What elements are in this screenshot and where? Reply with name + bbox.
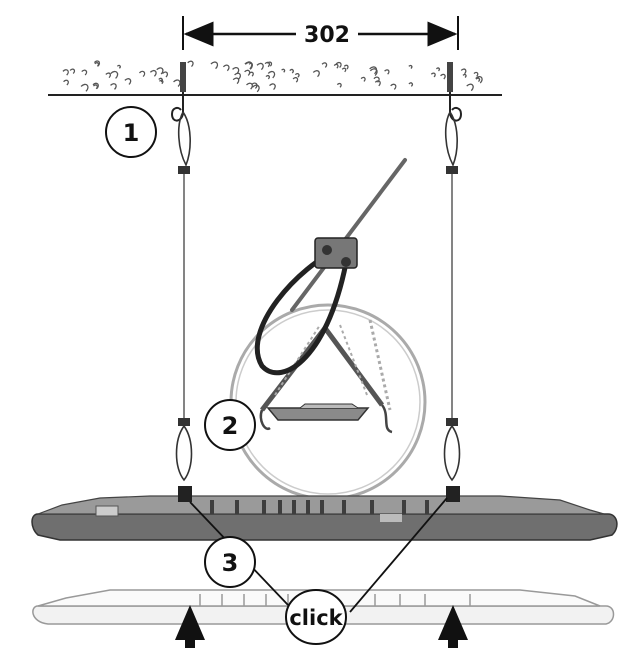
housing-rib	[306, 500, 310, 514]
ceiling-debris-speck	[222, 64, 230, 72]
ceiling-debris-speck	[234, 72, 242, 80]
ceiling-debris-speck	[466, 83, 474, 92]
ceiling-debris-speck	[390, 83, 397, 90]
ceiling-debris-speck	[244, 61, 253, 70]
housing-rib	[278, 500, 282, 514]
ceiling-debris-speck	[475, 77, 481, 83]
ceiling-debris-speck	[94, 62, 100, 67]
housing-rib	[425, 500, 429, 514]
ceiling-debris-speck	[244, 69, 251, 76]
callout-2: 2	[204, 399, 256, 451]
suspension-cable-left	[175, 111, 193, 482]
ceiling-debris-speck	[294, 72, 300, 78]
ceiling-debris-speck	[116, 64, 121, 69]
luminaire-housing	[31, 486, 618, 541]
ceiling-debris-speck	[281, 68, 286, 73]
housing-rib	[342, 500, 346, 514]
ceiling-debris-speck	[369, 68, 378, 77]
ceiling-debris-speck	[110, 83, 117, 90]
ceiling-debris-icon	[48, 60, 502, 96]
housing-rib	[320, 500, 324, 514]
ceiling-debris-speck	[256, 62, 264, 71]
ceiling-debris-speck	[460, 68, 467, 75]
ceiling-hook-icon	[170, 62, 463, 122]
callout-3: 3	[204, 536, 256, 588]
click-label: click	[289, 606, 343, 630]
ceiling-debris-speck	[384, 69, 390, 75]
dimension-label: 302	[304, 23, 350, 48]
ceiling-debris-speck	[158, 77, 163, 83]
ceiling-debris-speck	[269, 83, 276, 91]
ceiling-debris-speck	[341, 67, 347, 73]
ceiling-debris-speck	[435, 67, 440, 72]
ceiling-debris-speck	[124, 78, 132, 85]
callout-1: 1	[105, 106, 157, 158]
ceiling-debris-speck	[408, 64, 413, 69]
callout-click: click	[285, 589, 347, 645]
ceiling-debris-speck	[252, 84, 260, 93]
ceiling-debris-speck	[158, 79, 164, 85]
ceiling-debris-speck	[246, 82, 253, 90]
pendant-plate	[266, 407, 370, 421]
ceiling-debris-speck	[80, 83, 89, 92]
ceiling-debris-speck	[105, 72, 112, 79]
housing-rib	[292, 500, 296, 514]
callout-2-label: 2	[222, 412, 239, 440]
ceiling-debris-speck	[138, 70, 146, 78]
housing-rib	[235, 500, 239, 514]
housing-rib	[262, 500, 266, 514]
ceiling-debris-speck	[462, 73, 467, 78]
ceiling-debris-speck	[360, 76, 366, 82]
ceiling-debris-speck	[264, 61, 271, 68]
ceiling-debris-speck	[92, 84, 98, 90]
ceiling-debris-speck	[187, 60, 194, 68]
ceiling-debris-speck	[156, 67, 164, 75]
ceiling-debris-speck	[69, 68, 76, 74]
ceiling-debris-speck	[440, 73, 446, 80]
ceiling-debris-speck	[232, 77, 240, 85]
ceiling-debris-speck	[267, 70, 276, 79]
housing-rib	[370, 500, 374, 514]
power-cable	[254, 158, 407, 376]
suspension-cable-right	[443, 111, 461, 482]
ceiling-debris-speck	[335, 61, 342, 68]
push-up-arrow-icon	[175, 605, 468, 648]
ceiling-debris-speck	[321, 62, 328, 68]
ceiling-debris-speck	[149, 69, 157, 77]
housing-rib	[402, 500, 406, 514]
callout-3-label: 3	[222, 549, 239, 577]
ceiling-debris-speck	[62, 69, 69, 76]
dimension-annotation: 302	[182, 16, 459, 50]
ceiling-debris-speck	[63, 79, 69, 86]
ceiling-debris-speck	[374, 80, 381, 87]
ceiling-debris-speck	[336, 82, 342, 88]
ceiling-debris-speck	[333, 63, 339, 69]
ceiling-debris-speck	[289, 68, 294, 74]
ceiling-debris-speck	[430, 72, 436, 78]
ceiling-debris-speck	[162, 71, 169, 78]
ceiling-debris-speck	[343, 64, 349, 70]
mounting-clip-right	[446, 486, 460, 502]
ceiling-debris-speck	[173, 79, 181, 87]
callout-1-label: 1	[123, 119, 140, 147]
ceiling-debris-speck	[110, 70, 119, 79]
ceiling-debris-speck	[210, 61, 219, 70]
ceiling-debris-speck	[369, 66, 378, 75]
housing-rib	[210, 500, 214, 514]
ceiling-debris-speck	[292, 77, 299, 83]
mounting-clip-left	[178, 486, 192, 502]
ceiling-debris-speck	[408, 82, 413, 87]
bracket-ghost-lines	[274, 324, 368, 396]
ceiling-debris-speck	[81, 69, 88, 76]
ceiling-debris-speck	[473, 71, 479, 77]
ceiling-debris-speck	[312, 70, 320, 78]
ceiling-debris-speck	[265, 74, 270, 80]
bracket-frame	[260, 323, 385, 412]
